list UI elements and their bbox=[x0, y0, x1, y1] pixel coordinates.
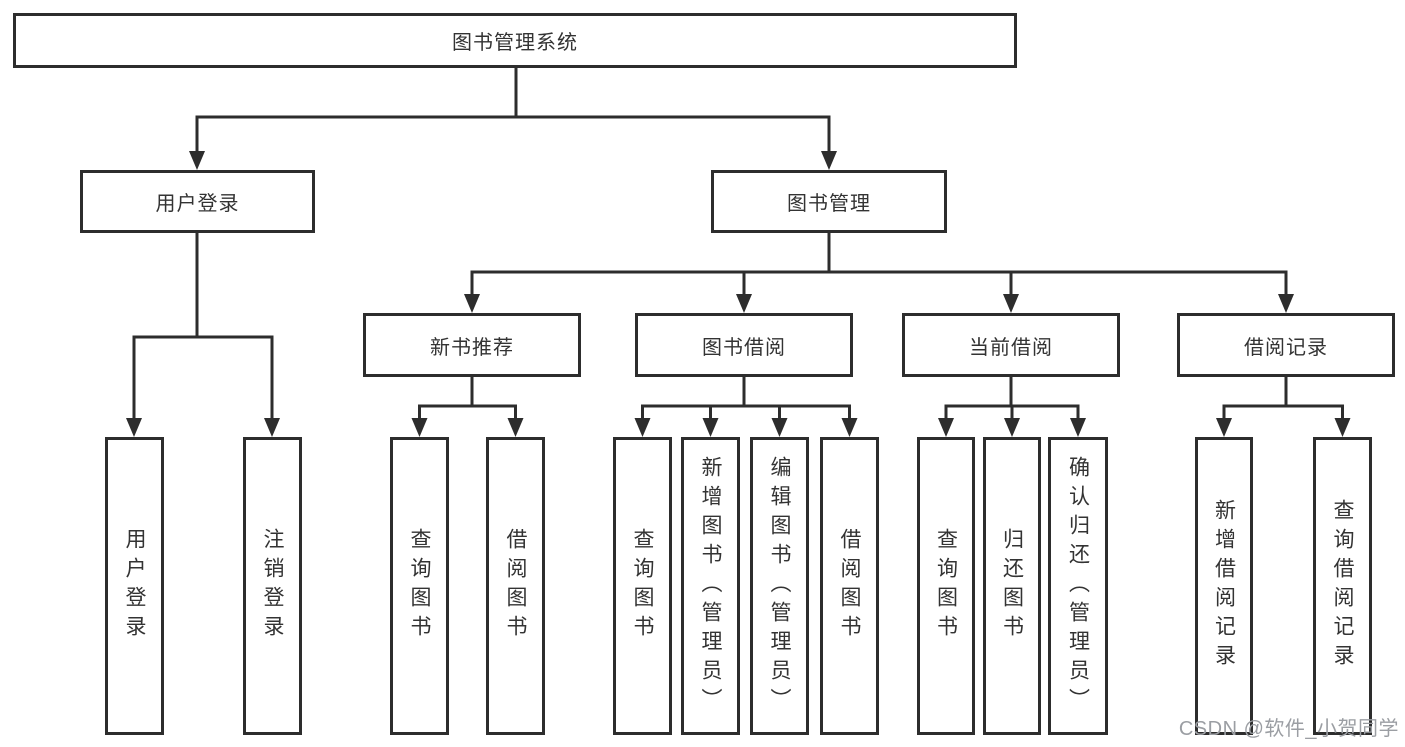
leaf-confirm-return-admin: 确认归还（管理员） bbox=[1048, 437, 1108, 735]
arrowhead-icons bbox=[126, 151, 1351, 437]
leaf-label: 归还图书 bbox=[1000, 528, 1024, 644]
leaf-return-books: 归还图书 bbox=[983, 437, 1041, 735]
node-book-borrowing: 图书借阅 bbox=[635, 313, 853, 377]
node-label: 图书借阅 bbox=[702, 336, 786, 359]
node-label: 新书推荐 bbox=[430, 336, 514, 359]
leaf-query-books-borrow: 查询图书 bbox=[613, 437, 672, 735]
leaf-label: 借阅图书 bbox=[504, 528, 528, 644]
leaf-label: 查询借阅记录 bbox=[1331, 499, 1355, 673]
leaf-query-books-recommend: 查询图书 bbox=[390, 437, 449, 735]
node-root-system: 图书管理系统 bbox=[13, 13, 1017, 68]
leaf-borrow-books-recommend: 借阅图书 bbox=[486, 437, 545, 735]
leaf-label: 查询图书 bbox=[408, 528, 432, 644]
node-borrowing-records: 借阅记录 bbox=[1177, 313, 1395, 377]
node-label: 当前借阅 bbox=[969, 336, 1053, 359]
leaf-label: 编辑图书（管理员） bbox=[768, 455, 792, 717]
leaf-add-borrow-record: 新增借阅记录 bbox=[1195, 437, 1253, 735]
node-new-book-recommend: 新书推荐 bbox=[363, 313, 581, 377]
leaf-edit-book-admin: 编辑图书（管理员） bbox=[750, 437, 809, 735]
leaf-borrow-books: 借阅图书 bbox=[820, 437, 879, 735]
leaf-add-book-admin: 新增图书（管理员） bbox=[681, 437, 740, 735]
node-label: 图书管理系统 bbox=[452, 32, 578, 54]
node-label: 图书管理 bbox=[787, 193, 871, 215]
leaf-query-borrow-record: 查询借阅记录 bbox=[1313, 437, 1372, 735]
leaf-label: 查询图书 bbox=[631, 528, 655, 644]
leaf-label: 查询图书 bbox=[934, 528, 958, 644]
leaf-query-books-current: 查询图书 bbox=[917, 437, 975, 735]
node-label: 用户登录 bbox=[155, 193, 240, 215]
leaf-label: 新增借阅记录 bbox=[1212, 499, 1236, 673]
leaf-label: 确认归还（管理员） bbox=[1066, 455, 1090, 717]
node-user-login: 用户登录 bbox=[80, 170, 315, 233]
leaf-label: 注销登录 bbox=[261, 528, 285, 644]
node-current-borrowing: 当前借阅 bbox=[902, 313, 1120, 377]
node-label: 借阅记录 bbox=[1244, 336, 1328, 359]
node-book-management: 图书管理 bbox=[711, 170, 947, 233]
leaf-logout: 注销登录 bbox=[243, 437, 302, 735]
leaf-label: 新增图书（管理员） bbox=[699, 455, 723, 717]
leaf-user-login: 用户登录 bbox=[105, 437, 164, 735]
leaf-label: 借阅图书 bbox=[838, 528, 862, 644]
leaf-label: 用户登录 bbox=[123, 528, 147, 644]
csdn-watermark: CSDN @软件_小贺同学 bbox=[1178, 718, 1399, 740]
